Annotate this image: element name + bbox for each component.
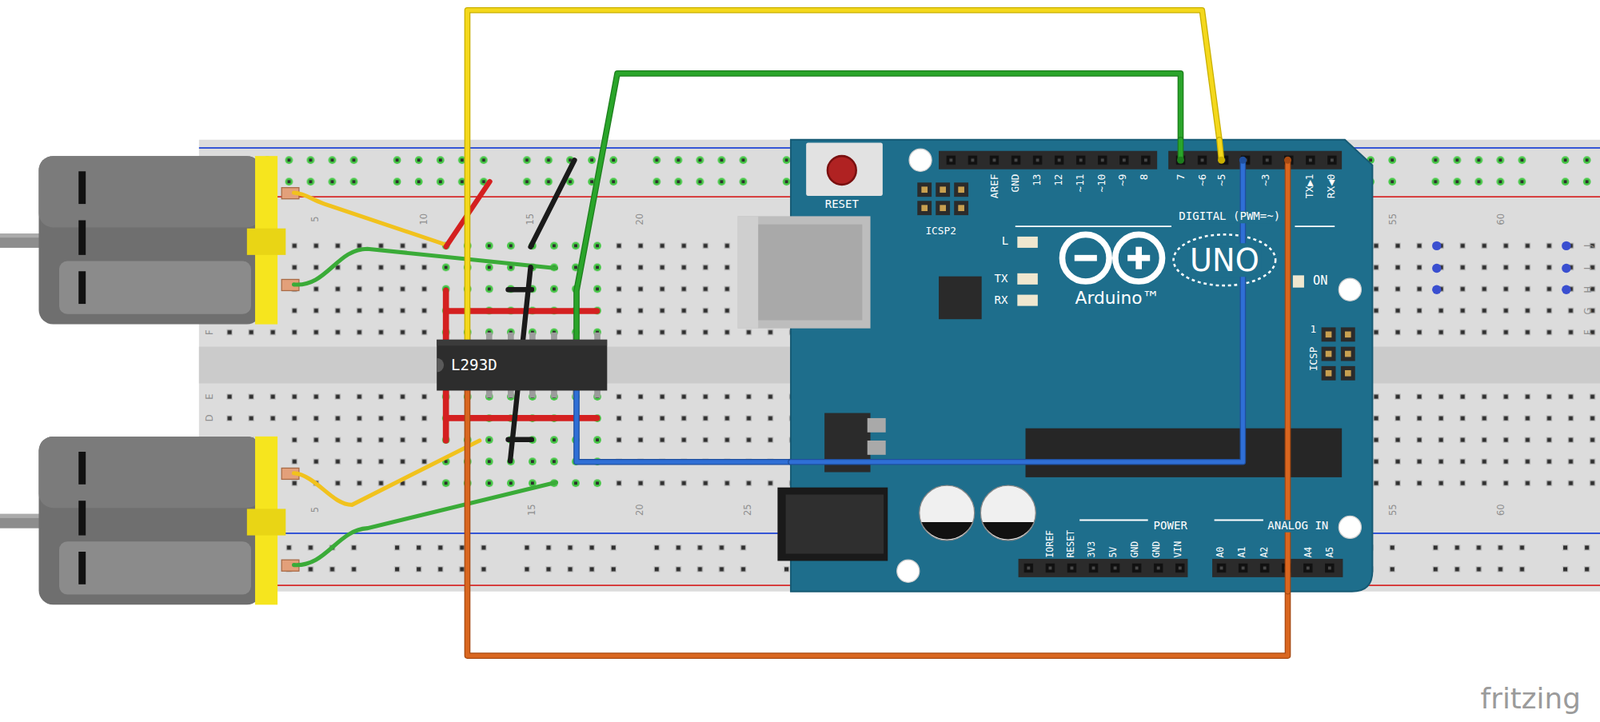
pin-label: 5V (1109, 546, 1120, 559)
pin-marker: 1 (1310, 323, 1317, 336)
column-number: 25 (743, 503, 755, 516)
watermark: fritzing (1480, 683, 1581, 715)
button-label: RESET (825, 199, 859, 212)
pin-label: 12 (1052, 173, 1064, 186)
pin-label: GND (1009, 173, 1022, 192)
pin-label: TX▶1 (1303, 173, 1315, 199)
row-letter: E (205, 394, 216, 400)
row-letter: H (1584, 286, 1595, 294)
column-number: 60 (1496, 503, 1508, 516)
pin-label: A5 (1325, 546, 1337, 559)
brand-name: Arduino™ (1075, 288, 1161, 308)
wire-tips (1177, 156, 1292, 164)
pin-label: A0 (1216, 546, 1227, 559)
column-number: 15 (527, 503, 539, 516)
pin-label: 13 (1031, 173, 1043, 186)
header-label: POWER (1153, 519, 1188, 532)
header-label: DIGITAL (PWM=~) (1177, 211, 1283, 224)
pin-label: ~6 (1196, 173, 1208, 186)
pin-label: ~3 (1259, 173, 1271, 186)
header-label: ANALOG IN (1265, 519, 1331, 532)
led-label: L (1001, 235, 1009, 248)
pin-label: AREF (988, 173, 1000, 199)
row-letter: D (205, 414, 216, 422)
column-number: 5 (311, 216, 322, 223)
ic-chip: L293D (436, 339, 607, 392)
row-letter: G (1584, 307, 1595, 316)
row-letter: F (1584, 329, 1595, 336)
row-letter: F (205, 329, 216, 336)
row-letter: J (1584, 244, 1595, 248)
pin-label: GND (1152, 541, 1163, 559)
pin-label: A2 (1260, 546, 1271, 559)
pin-label: A1 (1237, 546, 1249, 559)
pin-label: ~9 (1117, 173, 1129, 186)
wire-outline (576, 390, 791, 462)
column-number: 10 (419, 213, 431, 226)
column-number: 55 (1388, 503, 1400, 516)
column-number: 55 (1388, 213, 1400, 226)
model-name: UNO (1187, 243, 1261, 277)
column-number: 15 (526, 213, 538, 226)
pin-label: 7 (1175, 173, 1187, 180)
column-number: 20 (635, 213, 647, 226)
wire-core (576, 390, 791, 462)
pin-label: ~5 (1216, 173, 1228, 186)
wire-ends (790, 139, 1288, 592)
dc-motor (0, 436, 300, 605)
pin-label: A4 (1304, 546, 1315, 559)
led-label: RX (993, 295, 1008, 308)
led-label: TX (993, 273, 1008, 286)
chip-label: L293D (450, 356, 498, 374)
wire-core (466, 10, 1220, 340)
pin-label: 3V3 (1087, 541, 1098, 559)
pin-label: IOREF (1045, 530, 1057, 559)
pin-label: ~10 (1095, 173, 1107, 192)
pin-label: VIN (1173, 541, 1185, 559)
wire-outline (466, 10, 1220, 340)
row-letter: I (1584, 267, 1595, 270)
pin-label: RESET (1066, 530, 1078, 559)
pin-label: GND (1130, 541, 1142, 559)
led-label: ON (1312, 275, 1328, 289)
column-number: 60 (1496, 213, 1508, 226)
pin-label: ~11 (1073, 173, 1086, 192)
column-number: 20 (635, 503, 647, 516)
breadboard (199, 139, 1600, 592)
dc-motor (0, 155, 300, 324)
header-label: ICSP2 (925, 224, 956, 236)
wire (466, 10, 1220, 340)
pin-label: RX◀0 (1324, 173, 1337, 199)
column-number: 5 (311, 506, 322, 513)
header-label: ICSP (1307, 347, 1319, 372)
pin-label: 8 (1138, 173, 1150, 180)
wire (576, 390, 791, 462)
